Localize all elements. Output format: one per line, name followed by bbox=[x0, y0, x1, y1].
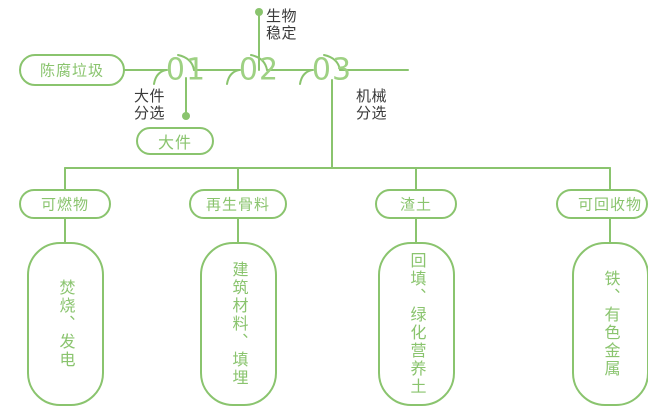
detail-box-shape-4 bbox=[572, 242, 648, 406]
step-number-03[interactable]: 03 bbox=[311, 52, 353, 88]
detail-box-shape-3 bbox=[378, 242, 455, 406]
step1-arc-bottom bbox=[153, 69, 167, 85]
side-output-label[interactable]: 大件 bbox=[157, 135, 193, 152]
side-output-pill-shape bbox=[136, 127, 214, 155]
step3-arc-top bbox=[323, 54, 341, 71]
detail-box-shape-2 bbox=[200, 242, 277, 406]
output-pill-label-1[interactable]: 可燃物 bbox=[40, 196, 90, 214]
output-pill-label-4[interactable]: 可回收物 bbox=[577, 196, 643, 214]
detail-box-text-3: 回填、绿化营养土 bbox=[407, 252, 425, 396]
step3-arc-bottom bbox=[299, 69, 313, 85]
step2-arc-top bbox=[250, 54, 268, 71]
source-pill-label[interactable]: 陈腐垃圾 bbox=[39, 62, 105, 80]
step-number-02[interactable]: 02 bbox=[238, 52, 280, 88]
step-annotation-01: 大件 分选 bbox=[134, 88, 166, 122]
step-annotation-03: 机械 分选 bbox=[356, 88, 388, 122]
step-number-01[interactable]: 01 bbox=[165, 52, 207, 88]
step2-arc-bottom bbox=[226, 69, 240, 85]
step2-annotation-dot bbox=[255, 8, 263, 16]
detail-box-text-4: 铁、有色金属 bbox=[601, 270, 619, 378]
side-output-dot bbox=[182, 112, 190, 120]
detail-box-shape-1 bbox=[27, 242, 104, 406]
detail-box-text-1: 焚烧、发电 bbox=[56, 279, 74, 369]
step-annotation-02: 生物 稳定 bbox=[266, 8, 298, 42]
output-pill-label-2[interactable]: 再生骨料 bbox=[205, 196, 271, 214]
output-pill-label-3[interactable]: 渣土 bbox=[399, 196, 433, 214]
step1-arc-top bbox=[177, 54, 195, 71]
detail-box-text-2: 建筑材料、填埋 bbox=[229, 261, 247, 387]
output-pill-shape-4 bbox=[556, 189, 648, 219]
